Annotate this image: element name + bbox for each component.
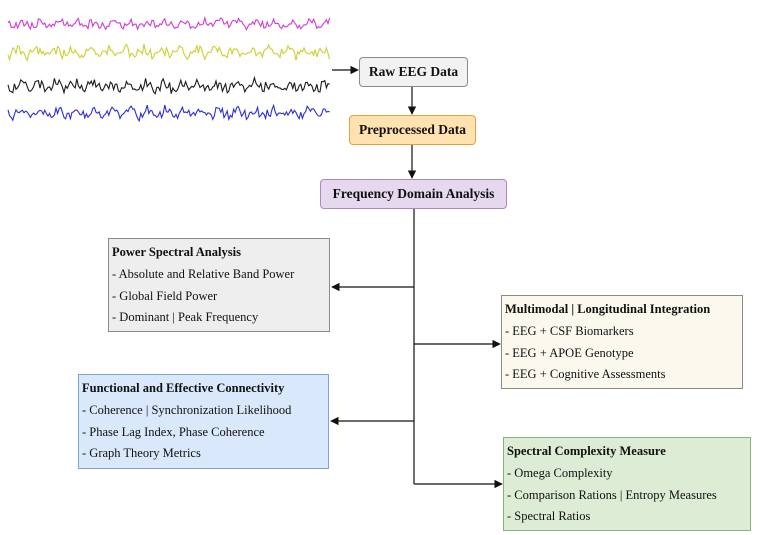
spectral-item-3: - Spectral Ratios bbox=[507, 509, 591, 523]
power-spectral-analysis-title: Power Spectral Analysis bbox=[112, 245, 241, 259]
spectral-item-2: - Comparison Rations | Entropy Measures bbox=[507, 487, 717, 502]
multi-item-2: - EEG + APOE Genotype bbox=[505, 345, 634, 360]
multi-item-1: - EEG + CSF Biomarkers bbox=[505, 324, 634, 338]
power-spectral-analysis-box: Power Spectral Analysis - Absolute and R… bbox=[108, 238, 330, 332]
connect-item-1: - Coherence | Synchronization Likelihood bbox=[82, 403, 292, 417]
multi-item-3: - EEG + Cognitive Assessments bbox=[505, 367, 666, 381]
connect-item-3: - Graph Theory Metrics bbox=[82, 446, 201, 460]
frequency-domain-analysis-node: Frequency Domain Analysis bbox=[320, 179, 507, 209]
raw-eeg-data-node: Raw EEG Data bbox=[359, 57, 468, 87]
connectivity-title: Functional and Effective Connectivity bbox=[82, 381, 285, 395]
connectors bbox=[330, 65, 503, 489]
power-item-1: - Absolute and Relative Band Power bbox=[112, 267, 295, 281]
eeg-trace-4 bbox=[7, 103, 330, 123]
eeg-trace-3 bbox=[7, 75, 330, 95]
preprocessed-data-node: Preprocessed Data bbox=[349, 115, 476, 145]
spectral-item-1: - Omega Complexity bbox=[507, 466, 613, 480]
spectral-complexity-box: Spectral Complexity Measure - Omega Comp… bbox=[503, 437, 751, 531]
preprocessed-data-label: Preprocessed Data bbox=[358, 122, 467, 137]
eeg-trace-2 bbox=[7, 43, 331, 62]
multimodal-integration-title: Multimodal | Longitudinal Integration bbox=[505, 302, 711, 316]
frequency-domain-analysis-label: Frequency Domain Analysis bbox=[332, 186, 495, 201]
power-item-3: - Dominant | Peak Frequency bbox=[112, 310, 259, 324]
connectivity-box: Functional and Effective Connectivity - … bbox=[78, 374, 329, 469]
multimodal-integration-box: Multimodal | Longitudinal Integration - … bbox=[501, 295, 743, 389]
raw-eeg-data-label: Raw EEG Data bbox=[368, 64, 459, 79]
connect-item-2: - Phase Lag Index, Phase Coherence bbox=[82, 424, 265, 439]
eeg-trace-1 bbox=[7, 15, 331, 32]
spectral-complexity-title: Spectral Complexity Measure bbox=[507, 444, 666, 458]
power-item-2: - Global Field Power bbox=[112, 288, 218, 303]
eeg-waveforms bbox=[7, 15, 331, 123]
